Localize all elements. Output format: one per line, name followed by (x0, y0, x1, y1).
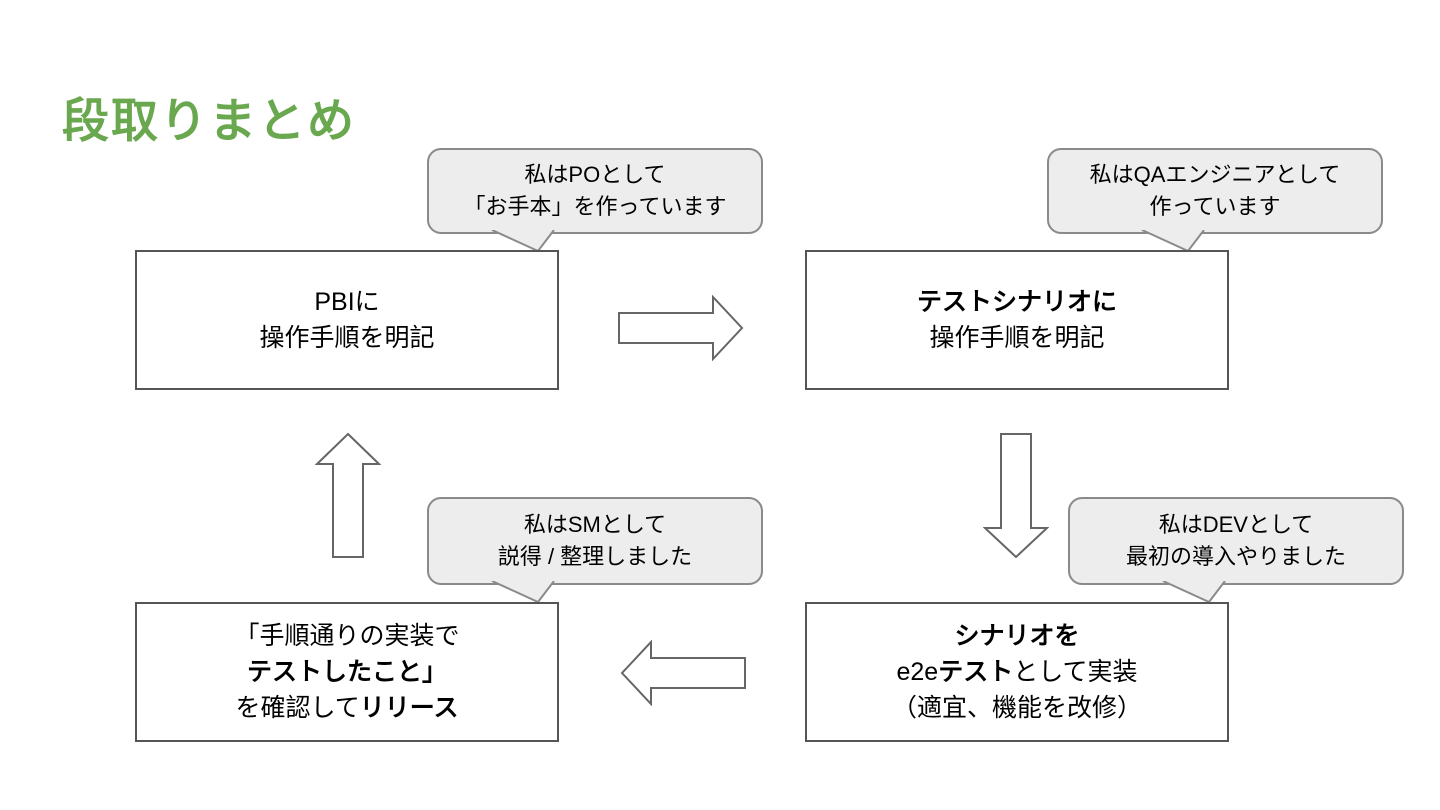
process-box-release-line2: テストしたこと」 (246, 658, 447, 686)
arrow-left-icon (620, 640, 746, 706)
process-box-release-line1: 「手順通りの実装で (234, 622, 460, 650)
process-box-implement-line2: e2eテストとして実装 (897, 654, 1138, 690)
process-box-release-line3: を確認してリリース (235, 690, 458, 726)
process-box-implement-line3: （適宜、機能を改修） (891, 694, 1142, 722)
speech-tail-icon (1141, 230, 1205, 252)
slide-title: 段取りまとめ (62, 94, 356, 147)
speech-tail-icon (1162, 581, 1226, 603)
process-box-scenario-line2: 操作手順を明記 (929, 324, 1105, 352)
callout-sm-line1: 私はSMとして (523, 512, 667, 537)
process-box-release: 「手順通りの実装で テストしたこと」 を確認してリリース (135, 602, 559, 742)
arrow-up-icon (315, 432, 381, 558)
implement-line2-pre: e2e (896, 658, 939, 686)
callout-sm-line2: 説得 / 整理しました (497, 544, 693, 569)
process-box-pbi-line1: PBIに (314, 288, 380, 316)
arrow-down-icon (983, 433, 1049, 558)
implement-line2-emphasis: テスト (938, 658, 1014, 686)
process-box-implement: シナリオを e2eテストとして実装 （適宜、機能を改修） (805, 602, 1229, 742)
speech-tail-icon (491, 230, 555, 252)
release-line3-emphasis: リリース (359, 694, 459, 722)
release-line3-pre: を確認して (235, 694, 360, 722)
callout-po-line2: 「お手本」を作っています (463, 194, 727, 219)
callout-sm: 私はSMとして 説得 / 整理しました (427, 497, 763, 603)
process-box-scenario-line1: テストシナリオに (916, 288, 1117, 316)
implement-line2-post: として実装 (1013, 658, 1138, 686)
callout-dev: 私はDEVとして 最初の導入やりました (1068, 497, 1404, 603)
process-box-scenario: テストシナリオに 操作手順を明記 (805, 250, 1229, 390)
process-box-pbi: PBIに 操作手順を明記 (135, 250, 559, 390)
callout-qa-line2: 作っています (1149, 194, 1281, 219)
callout-po: 私はPOとして 「お手本」を作っています (427, 148, 763, 252)
speech-tail-icon (491, 581, 555, 603)
arrow-right-icon (618, 295, 744, 361)
process-box-implement-line1: シナリオを (954, 622, 1080, 650)
callout-po-line1: 私はPOとして (524, 162, 666, 187)
process-box-pbi-line2: 操作手順を明記 (259, 324, 435, 352)
callout-dev-line2: 最初の導入やりました (1125, 544, 1346, 569)
callout-qa-line1: 私はQAエンジニアとして (1089, 162, 1341, 187)
callout-dev-line1: 私はDEVとして (1158, 512, 1314, 537)
callout-qa: 私はQAエンジニアとして 作っています (1047, 148, 1383, 252)
